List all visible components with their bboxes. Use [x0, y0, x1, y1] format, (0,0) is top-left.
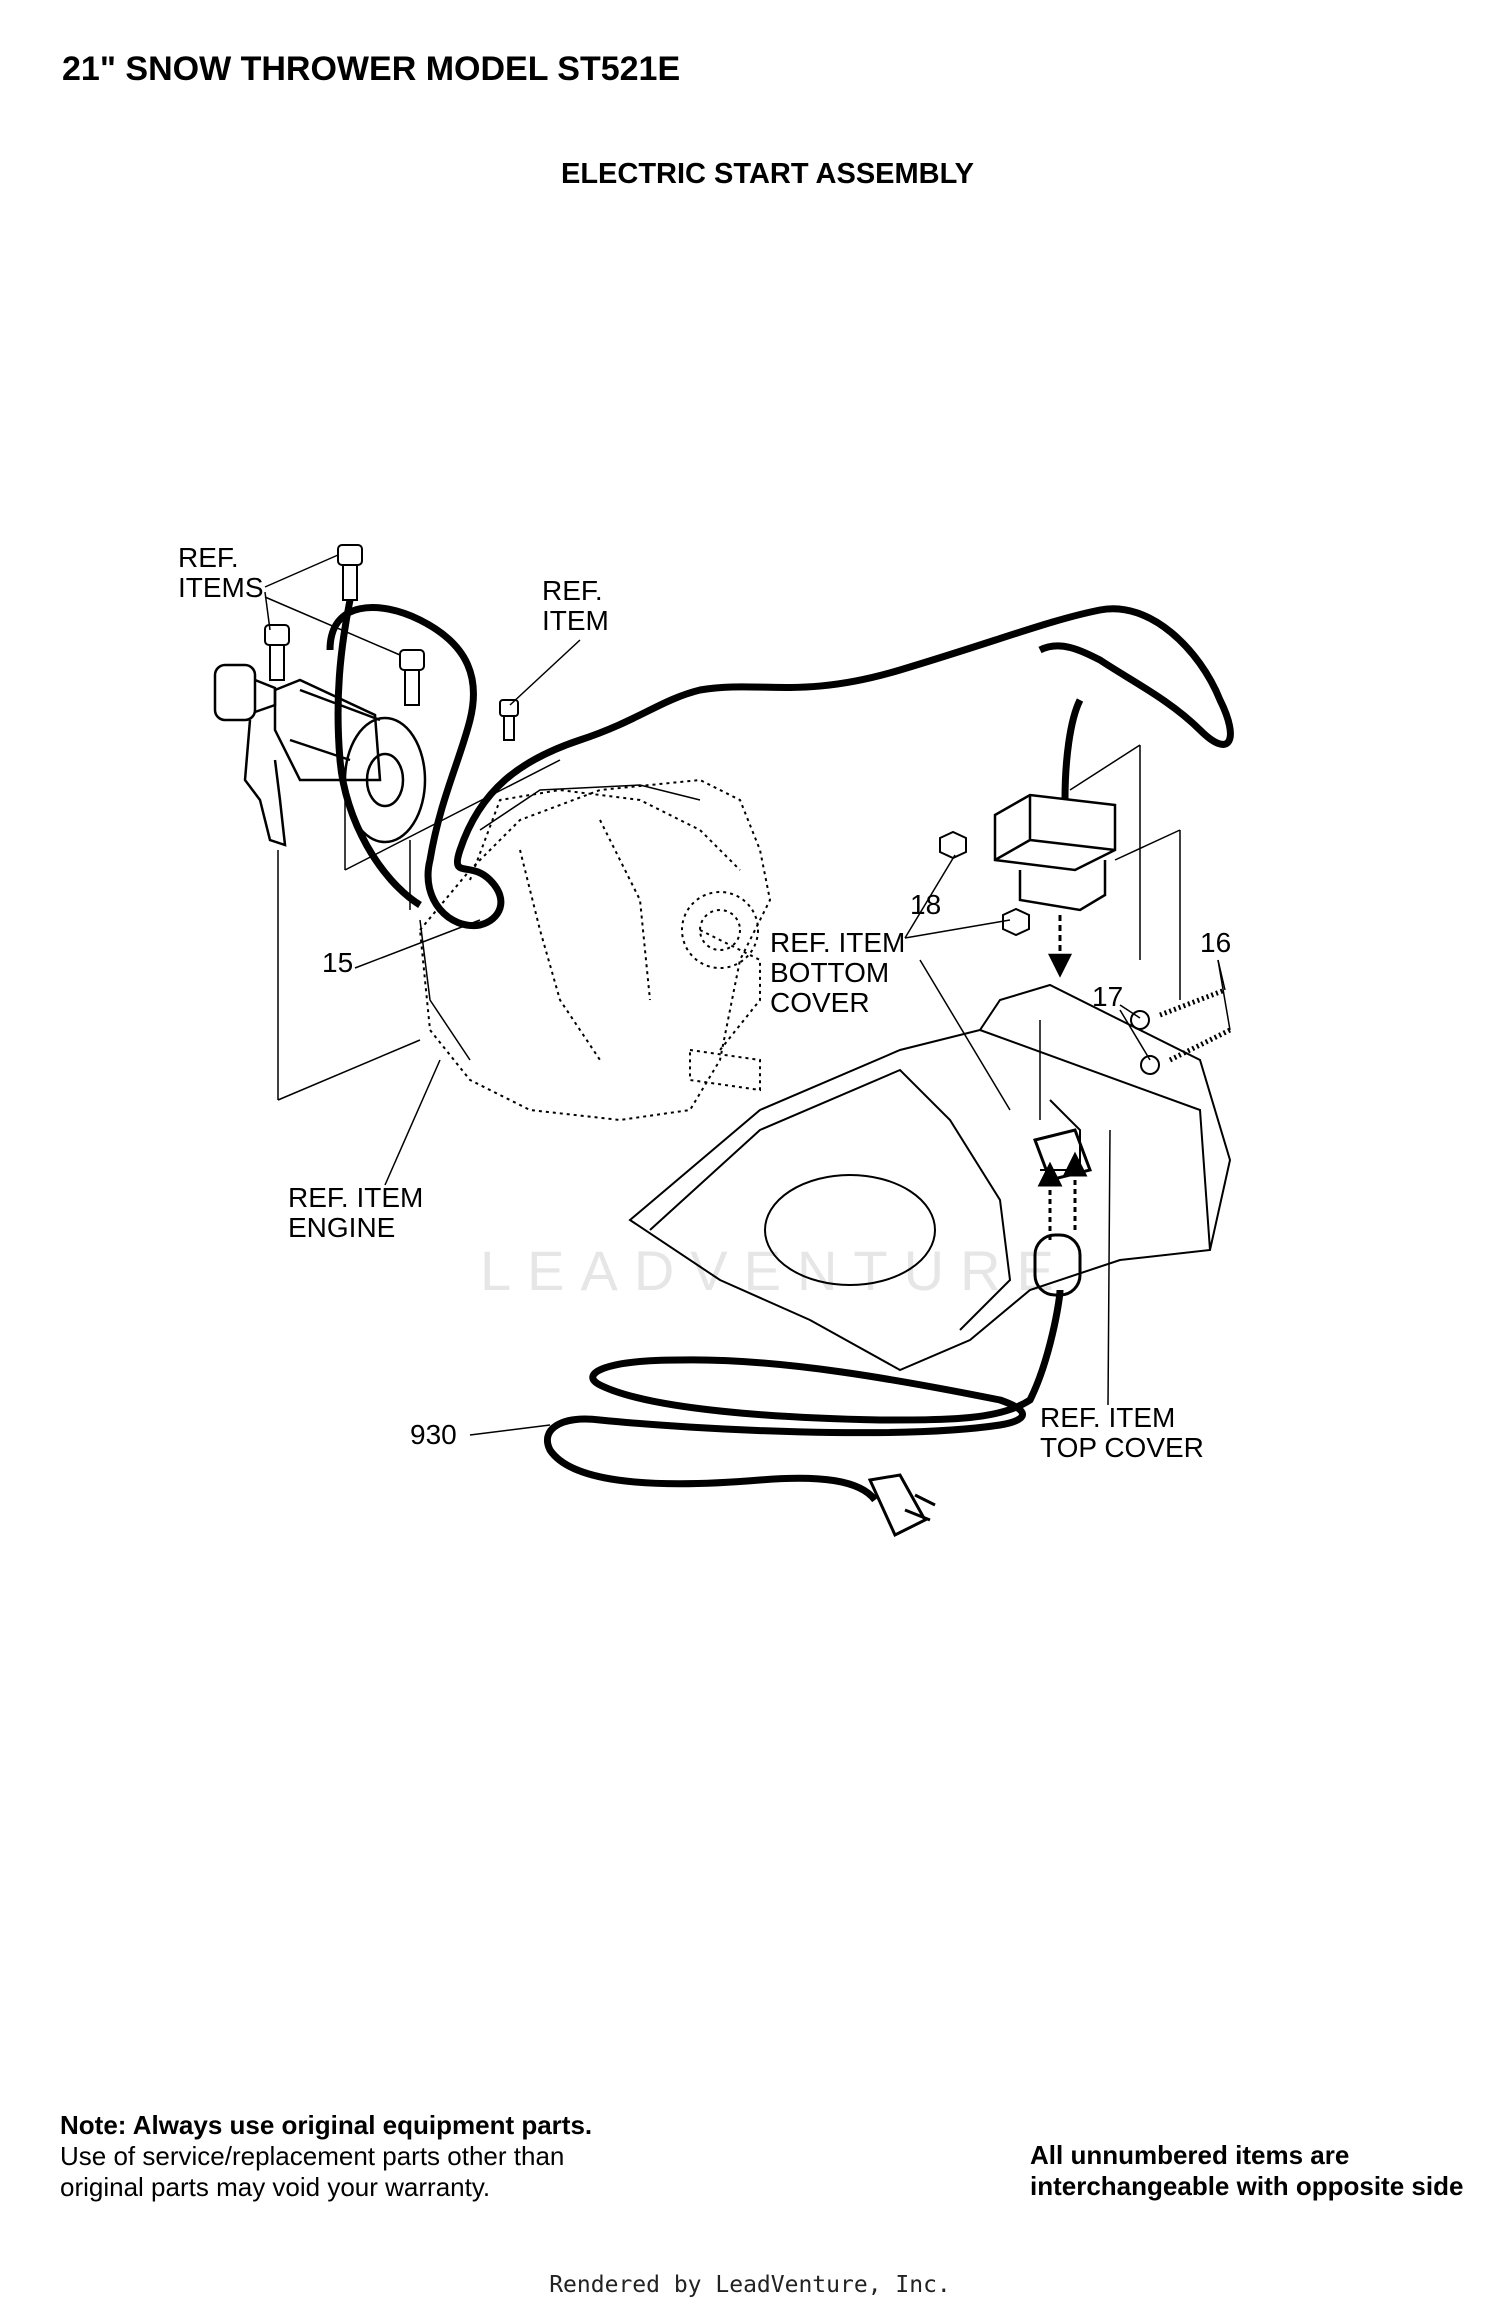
callout-ref-top-cover-line1: REF. ITEM [1040, 1402, 1176, 1433]
footer-rendered-by: Rendered by LeadVenture, Inc. [549, 2272, 951, 2298]
callout-part-16: 16 [1200, 927, 1232, 958]
callout-part-930: 930 [410, 1419, 457, 1450]
cover-outline [628, 983, 1232, 1372]
note-original-parts-bold: Note: Always use original equipment part… [60, 2110, 593, 2140]
callout-part-17: 17 [1092, 981, 1124, 1012]
power-cord [544, 1233, 1082, 1538]
callout-ref-top-cover: REF. ITEM TOP COVER [1040, 1403, 1204, 1463]
plug-arrows [1037, 1151, 1088, 1240]
switch-box [993, 698, 1117, 978]
callout-ref-items: REF. ITEMS [178, 543, 264, 603]
callout-ref-item: REF. ITEM [542, 576, 609, 636]
callout-ref-bottom-cover: REF. ITEM BOTTOM COVER [770, 928, 905, 1018]
engine-solid-outline [419, 784, 701, 1061]
callout-ref-items-line2: ITEMS [178, 572, 264, 603]
section-title: ELECTRIC START ASSEMBLY [560, 158, 974, 190]
watermark: LEADVENTURE [480, 1239, 1070, 1302]
callout-ref-engine: REF. ITEM ENGINE [288, 1183, 423, 1243]
callout-ref-engine-line2: ENGINE [288, 1212, 396, 1243]
nuts [939, 830, 1030, 937]
callout-ref-top-cover-line2: TOP COVER [1040, 1432, 1204, 1463]
callout-ref-items-line1: REF. [178, 542, 239, 573]
leader-lines [264, 554, 1231, 1436]
callout-part-15: 15 [322, 947, 354, 978]
starter-motor [213, 663, 427, 847]
page-title: 21" SNOW THROWER MODEL ST521E [62, 50, 681, 88]
bolts [264, 544, 519, 741]
callout-ref-bottom-cover-line3: COVER [770, 987, 870, 1018]
note-unnumbered-items: All unnumbered items are interchangeable… [1030, 2140, 1464, 2201]
callout-ref-item-line2: ITEM [542, 605, 609, 636]
starter-wire [326, 604, 1234, 930]
callout-ref-bottom-cover-line1: REF. ITEM [770, 927, 906, 958]
callout-ref-item-line1: REF. [542, 575, 603, 606]
note-original-parts-text: Use of service/replacement parts other t… [60, 2141, 565, 2202]
callout-ref-engine-line1: REF. ITEM [288, 1182, 424, 1213]
callout-part-18: 18 [910, 889, 942, 920]
note-original-parts: Note: Always use original equipment part… [60, 2110, 620, 2203]
callout-ref-bottom-cover-line2: BOTTOM [770, 957, 890, 988]
engine-outline [418, 778, 772, 1122]
